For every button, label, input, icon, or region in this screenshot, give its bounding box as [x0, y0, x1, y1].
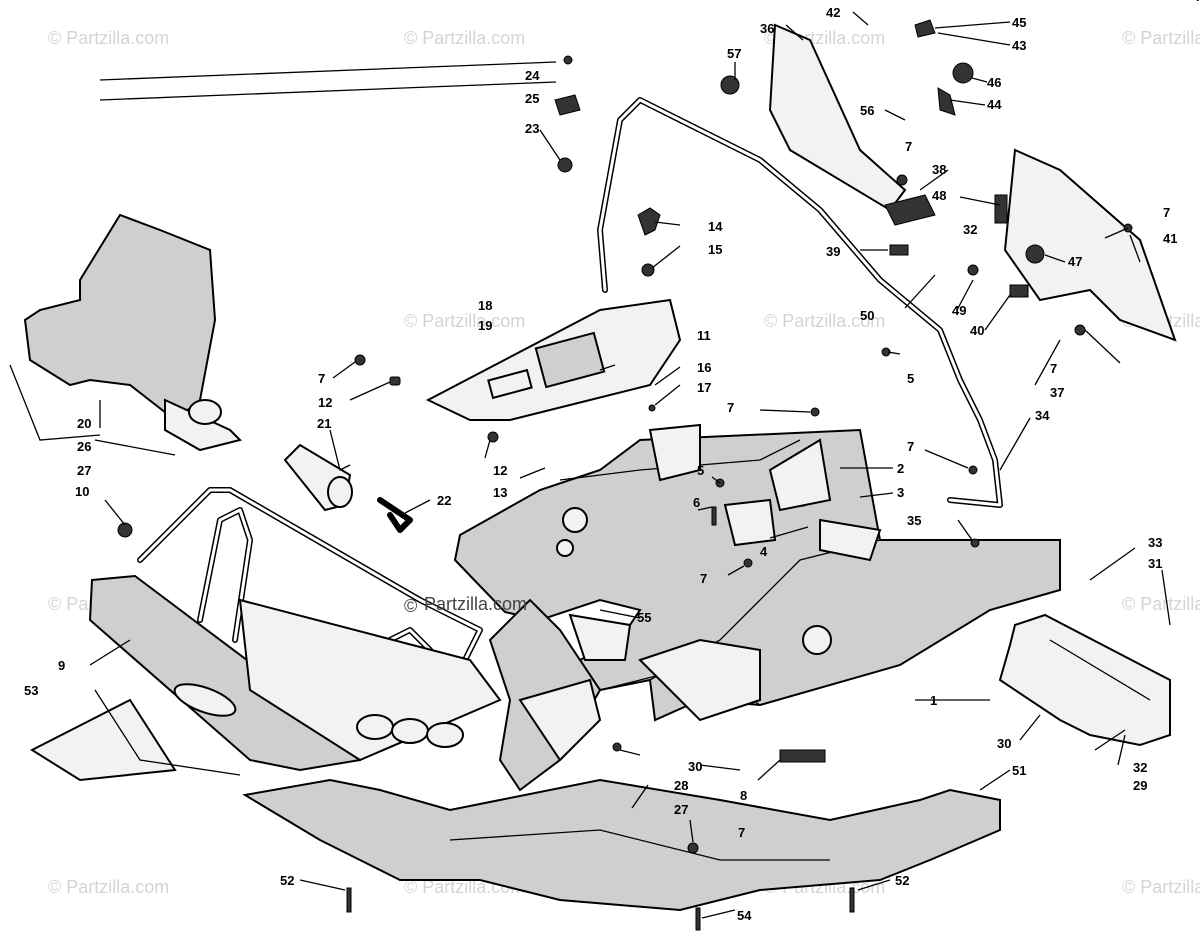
left-side-shield	[23, 213, 242, 452]
watermark: © Partzilla.com	[48, 28, 169, 48]
callout-7: 7	[727, 400, 734, 415]
copyright-symbol: ©	[404, 596, 417, 616]
callout-21: 21	[317, 416, 331, 431]
callout-56: 56	[860, 103, 874, 118]
callout-51: 51	[1012, 763, 1026, 778]
callout-9: 9	[58, 658, 65, 673]
callout-labels: 1 2 3 4 5 5 6 7 7 7 7 7 7 7 7 7 8 9 10 1…	[24, 0, 1200, 923]
callout-37: 37	[1050, 385, 1064, 400]
callout-12: 12	[493, 463, 507, 478]
callout-22: 22	[437, 493, 451, 508]
center-watermark: © Partzilla.com	[404, 594, 527, 616]
callout-18: 18	[478, 298, 492, 313]
callout-26: 26	[77, 439, 91, 454]
watermark: © Partzilla.com	[1122, 594, 1200, 614]
callout-7: 7	[907, 439, 914, 454]
callout-40: 40	[970, 323, 984, 338]
callout-52: 52	[895, 873, 909, 888]
callout-6: 6	[693, 495, 700, 510]
callout-32: 32	[963, 222, 977, 237]
hardware	[117, 19, 1133, 931]
callout-57: 57	[727, 46, 741, 61]
right-side-shield	[998, 613, 1171, 747]
hood-support-left	[768, 23, 907, 212]
console	[425, 298, 682, 421]
callout-29: 29	[1133, 778, 1147, 793]
callout-7: 7	[318, 371, 325, 386]
callout-38: 38	[932, 162, 946, 177]
callout-27: 27	[674, 802, 688, 817]
callout-53: 53	[24, 683, 38, 698]
callout-47: 47	[1068, 254, 1082, 269]
callout-7: 7	[1050, 361, 1057, 376]
callout-10: 10	[75, 484, 89, 499]
callout-20: 20	[77, 416, 91, 431]
watermark: © Partzilla.com	[404, 28, 525, 48]
leader-lines	[9, 11, 1171, 919]
callout-32: 32	[1133, 760, 1147, 775]
callout-11: 11	[697, 328, 711, 343]
console-panel	[29, 698, 177, 782]
callout-14: 14	[708, 219, 723, 234]
callout-2: 2	[897, 461, 904, 476]
callout-55: 55	[637, 610, 651, 625]
front-bumper	[88, 487, 502, 772]
callout-31: 31	[1148, 556, 1162, 571]
callout-5: 5	[907, 371, 914, 386]
callout-16: 16	[697, 360, 711, 375]
callout-4: 4	[760, 544, 768, 559]
callout-49: 49	[952, 303, 966, 318]
callout-50: 50	[860, 308, 874, 323]
callout-23: 23	[525, 121, 539, 136]
callout-15: 15	[708, 242, 722, 257]
callout-7: 7	[738, 825, 745, 840]
callout-43: 43	[1012, 38, 1026, 53]
callout-44: 44	[987, 97, 1002, 112]
callout-13: 13	[493, 485, 507, 500]
callout-46: 46	[987, 75, 1001, 90]
callout-54: 54	[737, 908, 752, 923]
callout-35: 35	[907, 513, 921, 528]
callout-1: 1	[930, 693, 937, 708]
watermark: © Partzilla.com	[764, 311, 885, 331]
watermark-center: Partzilla.com	[424, 594, 527, 614]
callout-48: 48	[932, 188, 946, 203]
callout-5: 5	[697, 463, 704, 478]
hood-support-right	[1003, 148, 1177, 342]
watermark: © Partzilla.com	[404, 311, 525, 331]
callout-8: 8	[740, 788, 747, 803]
callout-27: 27	[77, 463, 91, 478]
callout-3: 3	[897, 485, 904, 500]
callout-30: 30	[997, 736, 1011, 751]
callout-17: 17	[697, 380, 711, 395]
callout-30: 30	[688, 759, 702, 774]
callout-7: 7	[905, 139, 912, 154]
callout-41: 41	[1163, 231, 1177, 246]
watermark: © Partzilla.com	[1122, 877, 1200, 897]
callout-34: 34	[1035, 408, 1050, 423]
callout-39: 39	[826, 244, 840, 259]
steering-post	[488, 598, 632, 792]
callout-52: 52	[280, 873, 294, 888]
callout-36: 36	[760, 21, 774, 36]
callout-7: 7	[700, 571, 707, 586]
callout-33: 33	[1148, 535, 1162, 550]
belly-pan	[242, 778, 1001, 912]
callout-45: 45	[1012, 15, 1026, 30]
callout-7: 7	[1163, 205, 1170, 220]
callout-25: 25	[525, 91, 539, 106]
callout-12: 12	[318, 395, 332, 410]
watermark: © Partzilla.com	[1122, 28, 1200, 48]
callout-7: 7	[1195, 0, 1200, 4]
callout-24: 24	[525, 68, 540, 83]
callout-19: 19	[478, 318, 492, 333]
handlebar	[597, 97, 1003, 508]
watermark: © Partzilla.com	[48, 877, 169, 897]
callout-42: 42	[826, 5, 840, 20]
steering-column	[283, 443, 413, 533]
callout-28: 28	[674, 778, 688, 793]
